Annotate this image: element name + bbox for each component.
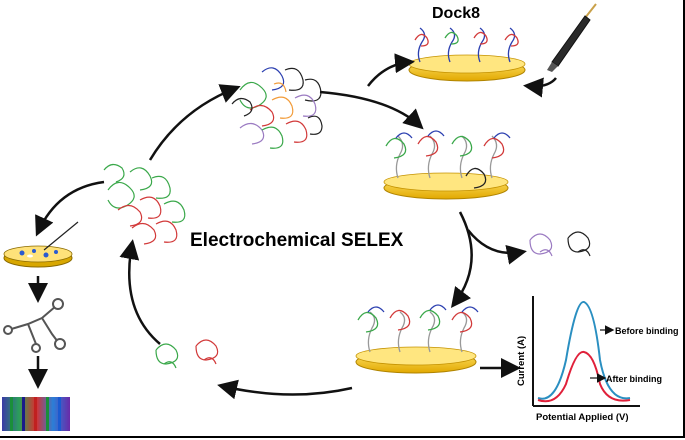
- arrow-binding-to-measurement: [450, 211, 473, 308]
- aptamer-cluster-binding: [385, 130, 511, 189]
- unbound-aptamers: [529, 231, 591, 257]
- plot-y-label: Current (A): [516, 336, 527, 386]
- electrode-measurement: [355, 346, 477, 374]
- petri-dish-icon: [3, 221, 79, 268]
- arrow-amplify-to-dish: [35, 180, 105, 237]
- cycle-arrows: [28, 53, 557, 400]
- series-line-before-binding: [537, 301, 631, 400]
- aptamer-cluster-measurement: [357, 304, 479, 353]
- plot-x-label: Potential Applied (V): [536, 412, 629, 423]
- electrode-binding: [383, 172, 509, 200]
- amplified-aptamer-cluster: [103, 163, 186, 245]
- arrow-measurement-to-elution: [217, 379, 353, 400]
- arrow-wash-unbound: [467, 229, 527, 265]
- arrow-pipette-to-electrode: [523, 77, 557, 98]
- diagram-title: Electrochemical SELEX: [190, 230, 404, 251]
- series-line-after-binding: [537, 350, 631, 403]
- frame-bottom-border: [0, 436, 685, 438]
- aptamer-cluster-top: [414, 27, 519, 63]
- electrode-top: [408, 54, 526, 82]
- sequencing-bars-icon: [2, 397, 70, 431]
- aptamer-library-cluster: [231, 67, 323, 149]
- pipette-icon: [547, 3, 597, 72]
- legend-before-binding: Before binding: [615, 326, 679, 336]
- voltammogram-plot: Before binding After binding Potential A…: [516, 296, 679, 423]
- target-label: Dock8: [432, 5, 480, 22]
- eluted-aptamers: [155, 339, 219, 369]
- arrow-library-to-top-electrode: [367, 53, 415, 87]
- arrow-library-to-binding: [319, 90, 424, 130]
- aptamer-structure-icon: [3, 298, 66, 353]
- legend-after-binding: After binding: [606, 374, 662, 384]
- frame-right-border: [683, 0, 685, 436]
- arrow-library-to-electrode: [148, 84, 241, 161]
- arrow-elution-to-amplify: [119, 239, 161, 345]
